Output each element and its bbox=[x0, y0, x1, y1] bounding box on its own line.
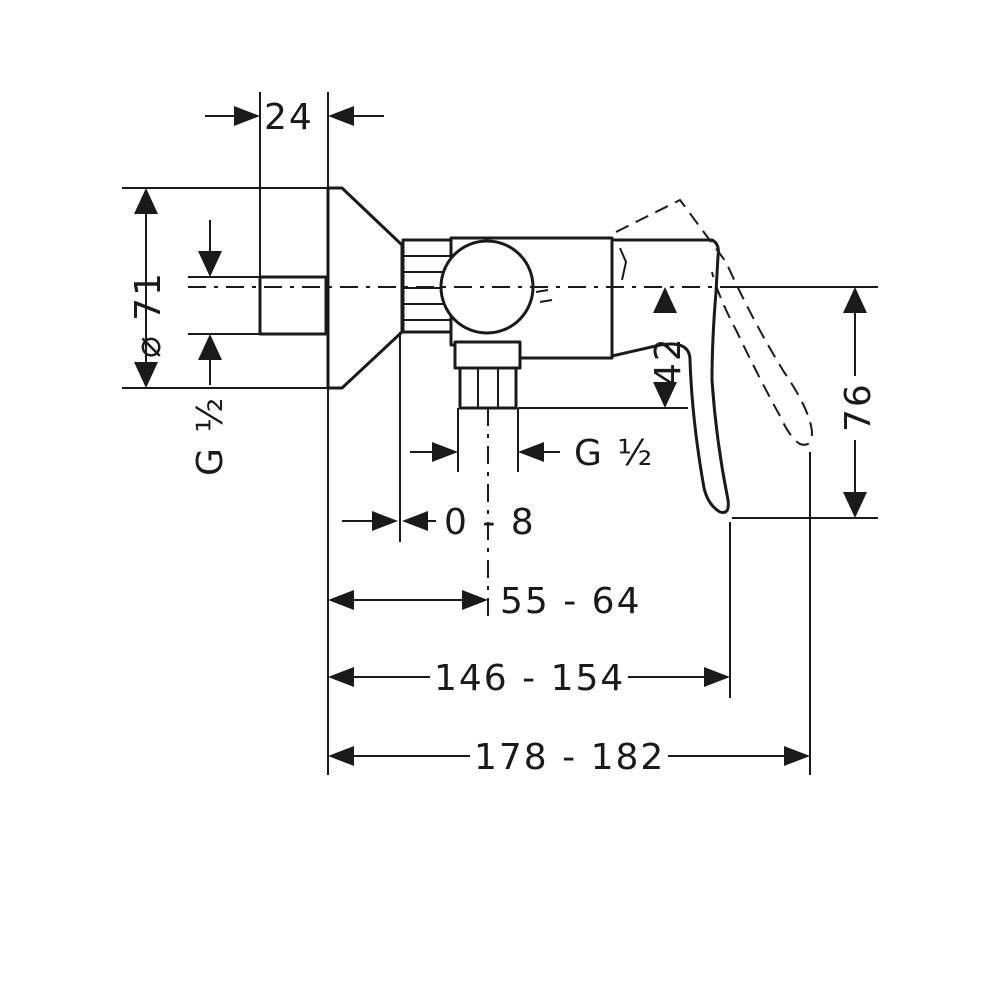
mixer-body bbox=[258, 186, 814, 514]
dim-outlet-thread: G ½ bbox=[410, 433, 654, 474]
dim-outlet-height-label: 42 bbox=[648, 336, 689, 386]
dim-outlet-thread-label: G ½ bbox=[574, 433, 654, 474]
dim-lever-height-label: 76 bbox=[838, 382, 879, 432]
dim-offset: 0 - 8 bbox=[342, 502, 536, 543]
lever-handle bbox=[610, 238, 730, 514]
extension-lines bbox=[122, 92, 878, 775]
dim-overall-projection-label: 178 - 182 bbox=[474, 737, 665, 778]
lever-alt-position bbox=[615, 198, 814, 446]
dim-lever-projection: 146 - 154 bbox=[328, 658, 730, 699]
dim-outlet-position: 55 - 64 bbox=[328, 581, 642, 622]
dim-outlet-height: 42 bbox=[648, 287, 689, 408]
outlet-block bbox=[453, 340, 522, 370]
dim-outlet-position-label: 55 - 64 bbox=[500, 581, 642, 622]
wall-connector bbox=[258, 275, 328, 336]
dim-overall-projection: 178 - 182 bbox=[328, 737, 810, 778]
dim-diameter-label: ⌀ 71 bbox=[128, 271, 169, 358]
dim-wall-thread-label: G ½ bbox=[190, 396, 231, 476]
dim-24: 24 bbox=[205, 97, 384, 138]
outlet-nut bbox=[458, 366, 518, 410]
dim-diameter-71: ⌀ 71 bbox=[128, 188, 169, 388]
dim-offset-label: 0 - 8 bbox=[444, 502, 536, 543]
dim-lever-projection-label: 146 - 154 bbox=[434, 658, 625, 699]
dim-24-label: 24 bbox=[264, 97, 314, 138]
dim-lever-height: 76 bbox=[838, 287, 879, 518]
dim-wall-thread: G ½ bbox=[190, 220, 231, 476]
